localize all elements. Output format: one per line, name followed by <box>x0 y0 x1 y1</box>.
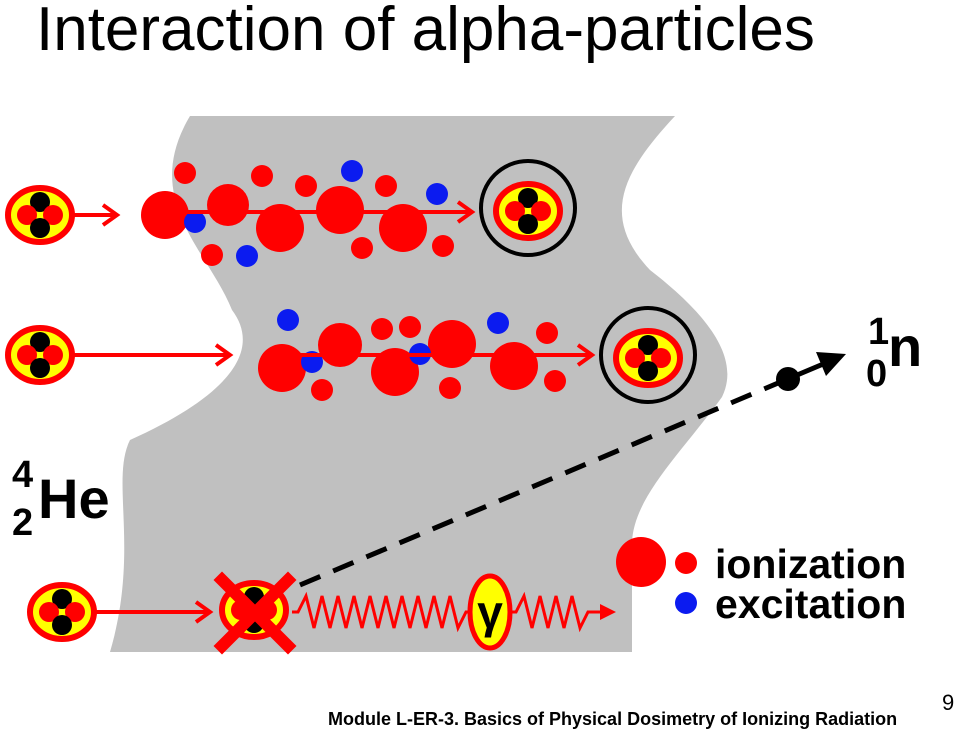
alpha-particle-incoming-1 <box>8 188 72 242</box>
neutron-particle <box>776 367 800 391</box>
svg-text:4: 4 <box>12 454 33 496</box>
legend: ionization excitation <box>616 537 906 627</box>
page-number: 9 <box>942 690 955 715</box>
neutron-label: 1 0 n <box>866 311 922 395</box>
svg-text:He: He <box>38 467 110 530</box>
legend-ionization-marker <box>616 537 666 587</box>
svg-text:2: 2 <box>12 502 33 544</box>
helium-label: 4 2 He <box>12 454 110 544</box>
neutron-path <box>299 375 791 588</box>
alpha-particle-captured-2 <box>616 331 680 385</box>
svg-text:1: 1 <box>868 311 889 353</box>
svg-text:n: n <box>888 315 922 378</box>
legend-excitation-label: excitation <box>715 581 906 627</box>
alpha-particle-incoming-2 <box>8 328 72 382</box>
legend-ionization-label: ionization <box>715 541 906 587</box>
material-slab <box>110 116 728 652</box>
gamma-wave <box>292 591 470 633</box>
legend-excitation-marker <box>675 592 697 614</box>
slide-title: Interaction of alpha-particles <box>36 0 815 64</box>
absorbed-cross-mark <box>213 571 297 655</box>
alpha-particle-captured-1 <box>496 184 560 238</box>
excitation-points-1 <box>184 160 448 267</box>
slide-footer: Module L-ER-3. Basics of Physical Dosime… <box>328 709 898 729</box>
gamma-symbol: γ <box>477 586 503 638</box>
svg-text:0: 0 <box>866 353 887 395</box>
alpha-particle-incoming-3 <box>30 585 94 639</box>
